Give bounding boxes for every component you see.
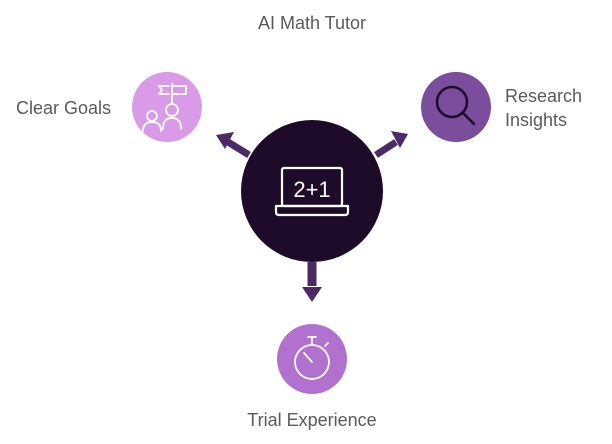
arrows: [216, 131, 408, 302]
research-insights-label-line2: Insights: [505, 110, 568, 130]
magnifier-icon: [435, 85, 476, 126]
trial-experience-node: [277, 324, 347, 394]
trial-experience-label: Trial Experience: [247, 410, 377, 430]
laptop-icon: [274, 166, 350, 217]
team-goal-flag-icon: [142, 83, 187, 132]
clear-goals-node: [132, 72, 202, 142]
clear-goals-label: Clear Goals: [16, 98, 112, 118]
research-insights-label: Research Insights: [505, 84, 605, 132]
diagram-title: AI Math Tutor: [257, 13, 367, 33]
arrow-to-trial-experience: [302, 262, 322, 302]
research-insights-node: [421, 72, 491, 142]
research-insights-label-line1: Research: [505, 86, 583, 106]
stopwatch-icon: [294, 336, 330, 380]
arrow-to-clear-goals: [216, 132, 251, 158]
center-node: 2+1: [241, 120, 383, 262]
laptop-screen-text: 2+1: [293, 177, 330, 202]
arrow-to-research-insights: [374, 131, 408, 158]
